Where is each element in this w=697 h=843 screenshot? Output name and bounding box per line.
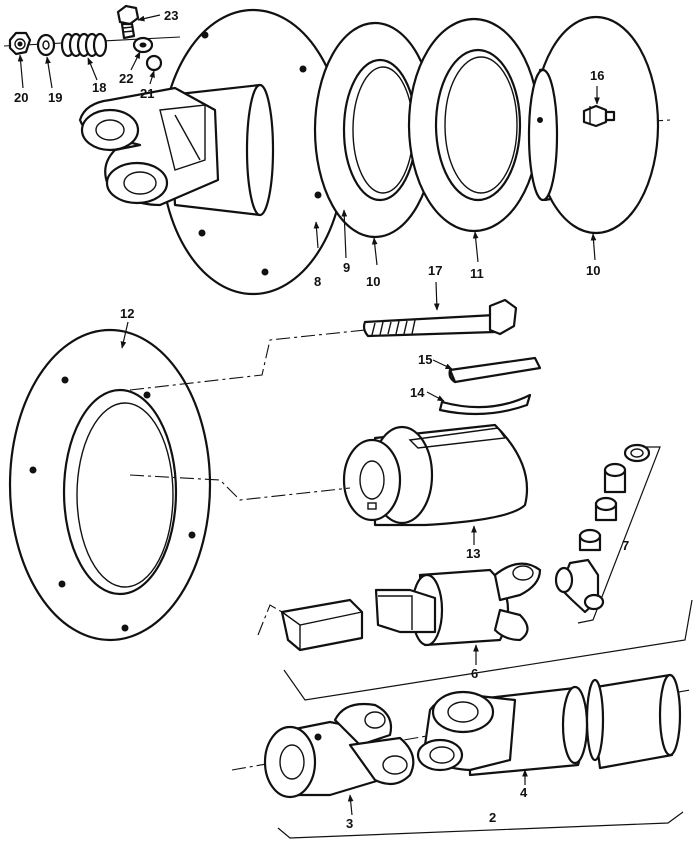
part-14-retainer [438,393,532,416]
part-16-grease-fitting [582,104,616,128]
part-7-cross-kit [554,443,651,614]
slip-axis [257,604,283,636]
callout-9: 9 [343,260,350,275]
part-21-ball [145,54,163,72]
bolt-axis [129,329,366,391]
part-22-lock-ring [132,36,154,54]
part-15-key [448,356,542,384]
part-19-washer [36,33,56,57]
part-6-slip-yoke [374,562,542,647]
callout-10-right: 10 [586,263,600,278]
hub-axis [129,474,351,501]
callout-13: 13 [466,546,480,561]
part-18-spring [60,32,108,58]
callout-10-left: 10 [366,274,380,289]
square-bar-segment [280,598,364,652]
part-20-nut [8,31,32,56]
part-12-gasket [8,328,212,642]
bracket-2 [277,811,684,839]
callout-17: 17 [428,263,442,278]
leader-lines [17,14,600,816]
part-11-bearing [407,17,541,233]
callout-16: 16 [590,68,604,83]
callout-8: 8 [314,274,321,289]
callout-19: 19 [48,90,62,105]
callout-18: 18 [92,80,106,95]
callout-23: 23 [164,8,178,23]
callout-3: 3 [346,816,353,831]
callout-2: 2 [489,810,496,825]
callout-15: 15 [418,352,432,367]
bracket-7 [577,446,661,624]
part-17-bolt [362,298,518,338]
part-4-yoke-tube [416,685,589,777]
callout-22: 22 [119,71,133,86]
callout-6: 6 [471,666,478,681]
callout-7: 7 [622,538,629,553]
part-10-seal-left [313,21,437,239]
callout-14: 14 [410,385,425,400]
part-23-bolt [116,4,140,40]
part-13-hub-sleeve [342,423,529,527]
bracket-6 [283,599,693,701]
callout-4: 4 [520,785,528,800]
callout-21: 21 [140,86,154,101]
callout-11: 11 [470,266,484,281]
part-8-flange-housing [78,8,347,296]
part-3-yoke [263,702,415,799]
callout-20: 20 [14,90,28,105]
callout-12: 12 [120,306,134,321]
part-2-tube [585,673,682,770]
